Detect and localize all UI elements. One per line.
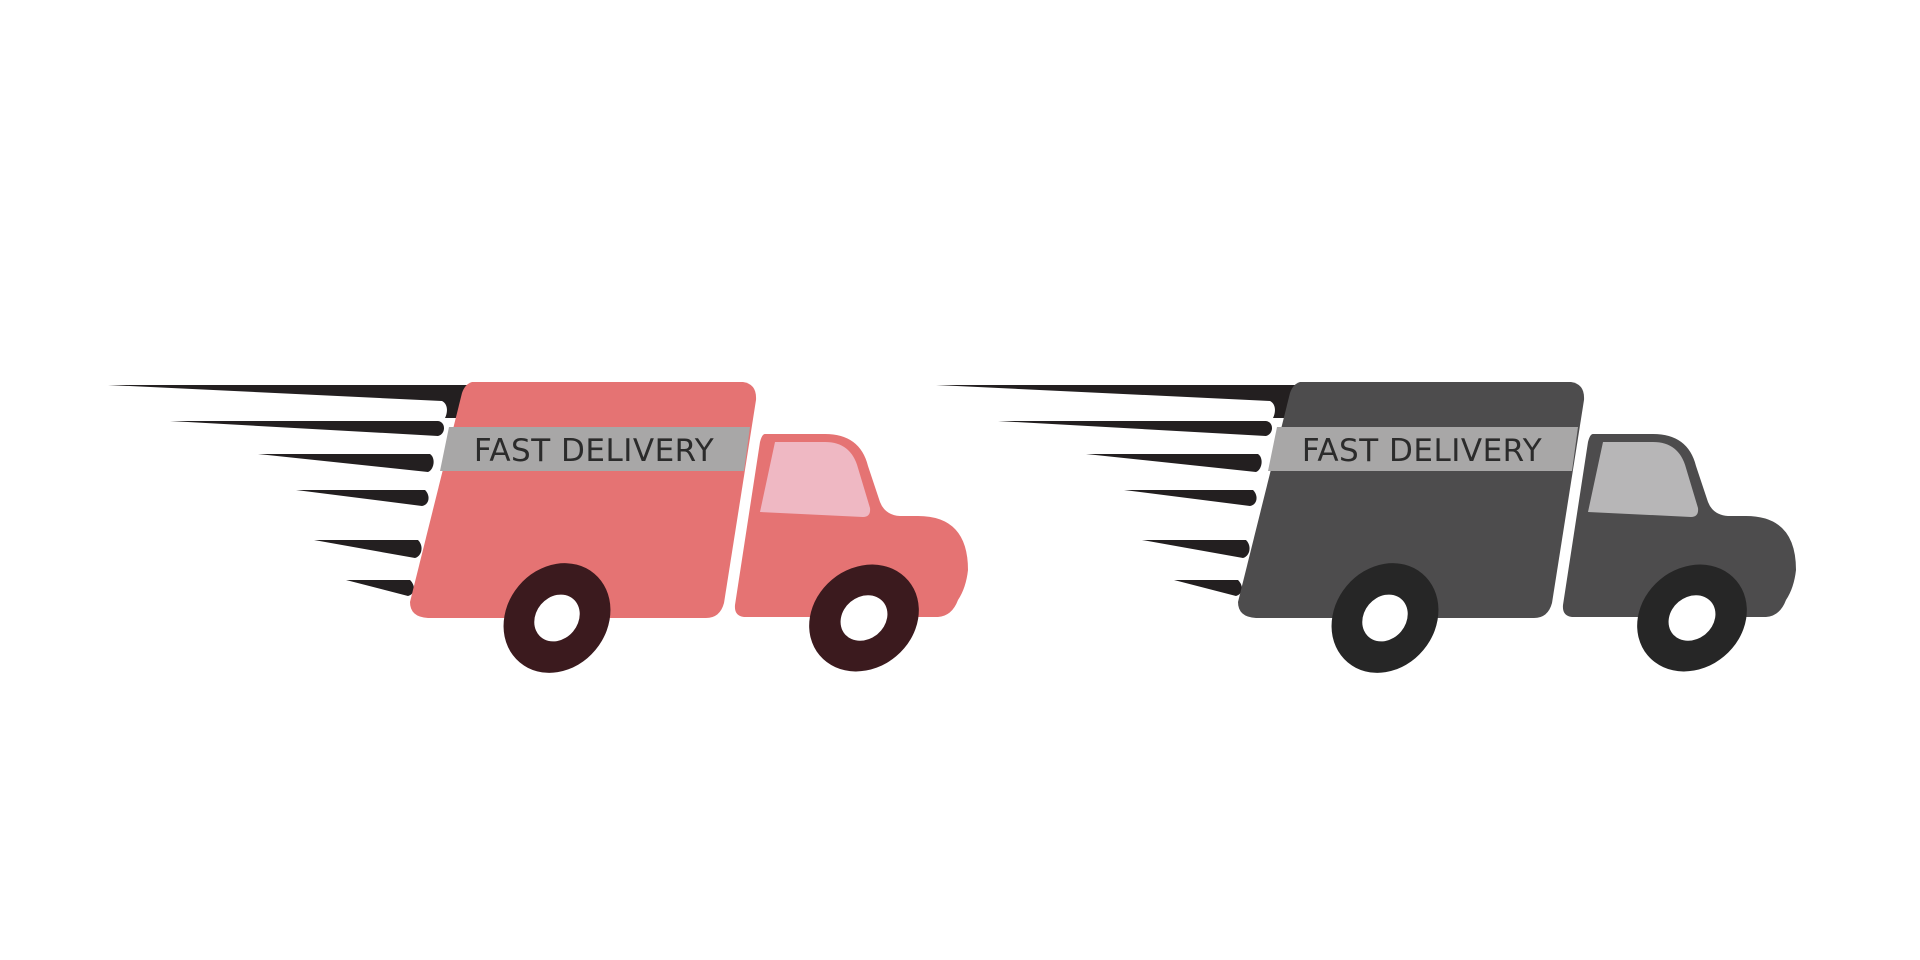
pink-truck: FAST DELIVERY <box>108 382 968 673</box>
speed-line <box>346 580 414 596</box>
speed-lines <box>108 385 470 596</box>
speed-line <box>936 385 1298 418</box>
front-hub <box>840 595 888 641</box>
speed-line <box>314 540 422 558</box>
speed-line <box>1174 580 1242 596</box>
gray-truck: FAST DELIVERY <box>936 382 1796 673</box>
speed-line <box>258 454 434 472</box>
banner-label: FAST DELIVERY <box>474 433 714 469</box>
rear-hub <box>534 594 580 642</box>
cab-window <box>760 442 871 517</box>
speed-line <box>1124 490 1257 506</box>
speed-line <box>108 385 470 418</box>
banner <box>1268 427 1578 471</box>
speed-line <box>1142 540 1250 558</box>
front-wheel <box>809 564 919 672</box>
speed-line <box>1086 454 1262 472</box>
speed-line <box>170 421 444 436</box>
speed-line <box>296 490 429 506</box>
banner-label: FAST DELIVERY <box>1302 433 1542 469</box>
front-wheel <box>1637 564 1747 672</box>
speed-lines <box>936 385 1298 596</box>
rear-hub <box>1362 594 1408 642</box>
rear-wheel <box>503 563 611 673</box>
cab-window <box>1588 442 1699 517</box>
banner <box>440 427 750 471</box>
front-hub <box>1668 595 1716 641</box>
rear-wheel <box>1331 563 1439 673</box>
speed-line <box>998 421 1272 436</box>
